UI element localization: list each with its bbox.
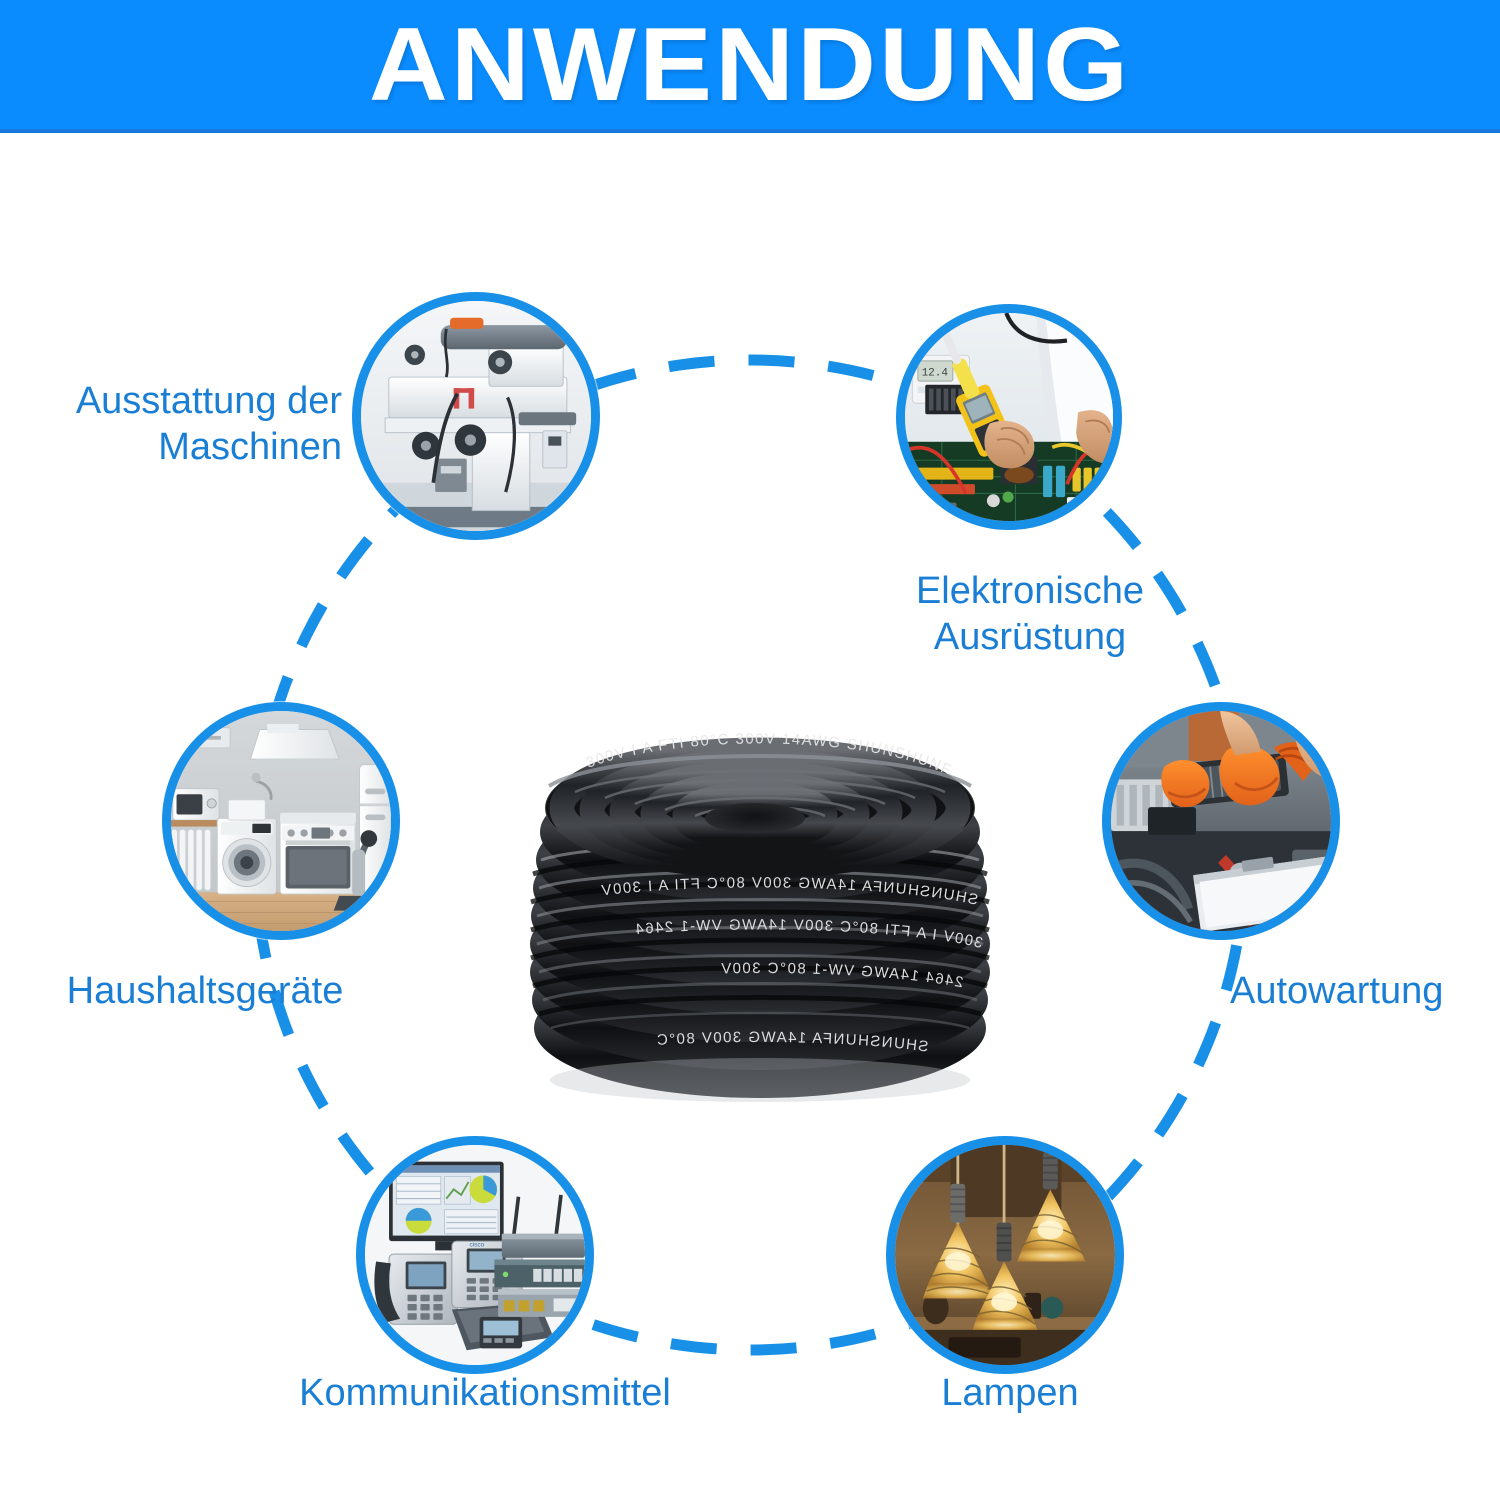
- milling-machine-icon: [361, 301, 591, 531]
- node-label-household: Haushaltsgeräte: [66, 970, 344, 1012]
- node-label-machines: Ausstattung der Maschinen: [75, 380, 342, 469]
- header-banner: ANWENDUNG: [0, 0, 1500, 133]
- node-electronics[interactable]: 12.4: [896, 304, 1122, 530]
- node-machines[interactable]: [352, 292, 600, 540]
- cable-coil-illustration: 300V I A FTI 80°C 300V 14AWG SHUNSHUNFA …: [455, 660, 990, 1102]
- node-label-communication: Kommunikationsmittel: [299, 1372, 671, 1414]
- node-label-auto: Autowartung: [1230, 970, 1444, 1012]
- node-label-electronics: Elektronische Ausrüstung: [915, 570, 1145, 659]
- svg-text:cisco: cisco: [469, 1242, 484, 1249]
- node-label-lamps: Lampen: [941, 1372, 1079, 1414]
- node-household[interactable]: [162, 702, 400, 940]
- pendant-lamps-icon: [895, 1145, 1115, 1365]
- kitchen-appliances-icon: [171, 711, 391, 931]
- voip-phones-network-icon: cisco: [365, 1145, 585, 1365]
- page-title: ANWENDUNG: [368, 6, 1132, 123]
- circuit-board-multimeter-icon: 12.4: [905, 313, 1113, 521]
- center-product-cable-coil: 300V I A FTI 80°C 300V 14AWG SHUNSHUNFA …: [455, 660, 1065, 1110]
- car-engine-mechanic-icon: [1111, 711, 1331, 931]
- node-auto[interactable]: [1102, 702, 1340, 940]
- svg-text:12.4: 12.4: [922, 368, 949, 380]
- node-lamps[interactable]: [886, 1136, 1124, 1374]
- node-communication[interactable]: cisco: [356, 1136, 594, 1374]
